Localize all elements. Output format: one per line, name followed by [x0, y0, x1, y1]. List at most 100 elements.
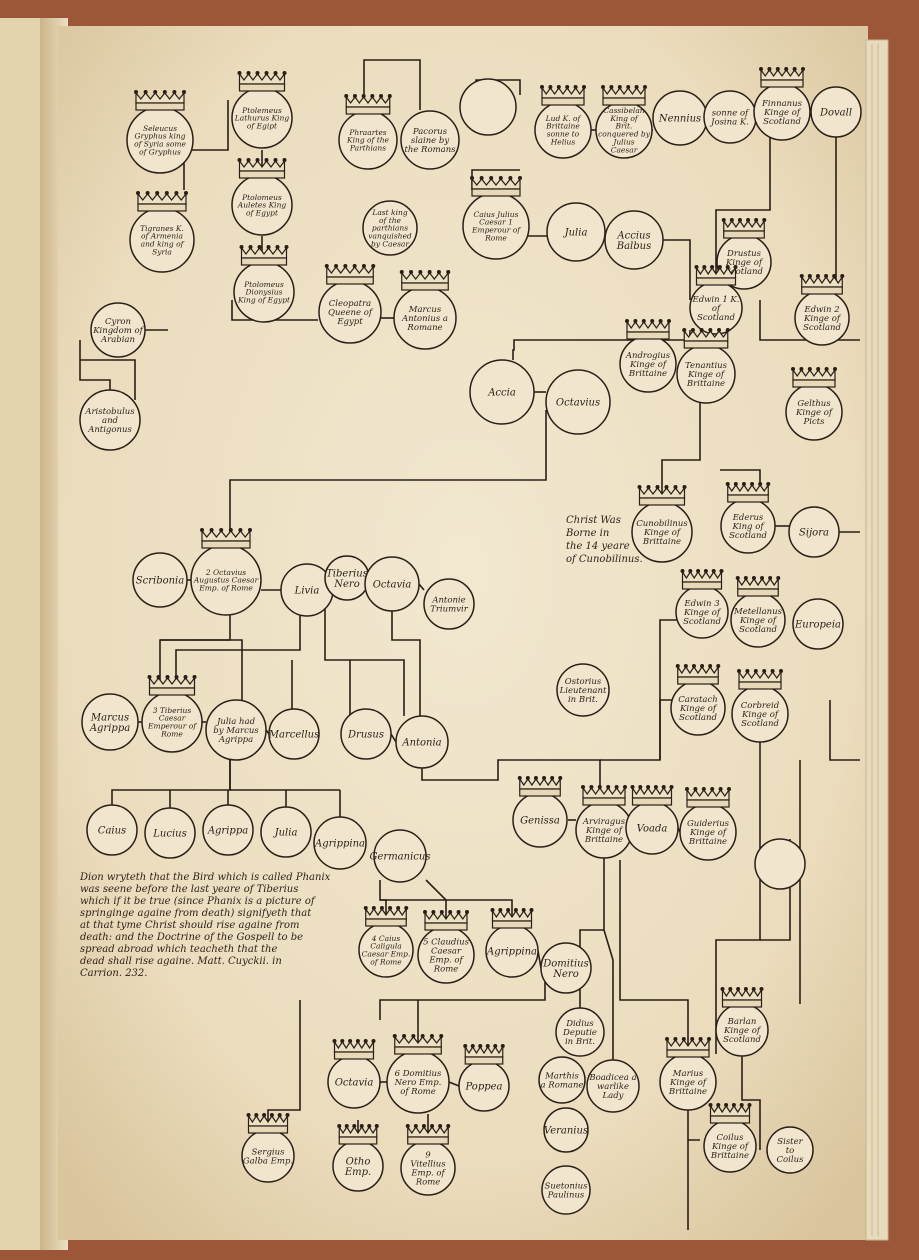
crown-icon	[470, 176, 522, 197]
crown-icon	[759, 67, 805, 88]
phoenix-note: Dion wryteth that the Bird which is call…	[79, 872, 333, 979]
crown-icon	[332, 1039, 376, 1060]
crown-icon	[725, 482, 771, 503]
person-circle	[540, 942, 592, 994]
person-circle	[364, 556, 420, 612]
person-circle	[79, 389, 141, 451]
crown-icon	[392, 1034, 444, 1055]
person-circle	[268, 708, 320, 760]
person-label: Veranius	[544, 1126, 588, 1137]
person-node-agrippina1: Agrippina	[313, 816, 367, 870]
person-circle	[604, 210, 664, 270]
crown-icon	[423, 910, 469, 931]
person-circle	[260, 806, 312, 858]
crown-icon	[694, 265, 738, 286]
crown-icon	[405, 1124, 451, 1145]
crown-icon	[136, 191, 188, 212]
person-circle	[459, 78, 517, 136]
crown-icon	[363, 906, 409, 927]
crown-icon	[685, 787, 731, 808]
crown-icon	[517, 776, 563, 797]
connector-line	[421, 759, 601, 802]
person-circle	[313, 816, 367, 870]
crown-icon	[399, 270, 451, 291]
crown-icon	[237, 71, 287, 92]
crown-icon	[625, 319, 671, 340]
crown-icon	[200, 528, 252, 549]
person-circle	[362, 200, 418, 256]
person-label: Livia	[294, 586, 320, 597]
person-label: Europeia	[794, 620, 841, 631]
connector-line	[448, 1081, 460, 1087]
person-node-nennius: Nennius	[652, 90, 708, 146]
person-label: Voada	[637, 824, 668, 835]
person-label: Nennius	[658, 114, 701, 125]
person-circle	[90, 302, 146, 358]
person-circle	[543, 1107, 589, 1153]
crown-icon	[147, 675, 197, 696]
crown-icon	[246, 1113, 290, 1134]
crown-icon	[637, 485, 687, 506]
person-node-europeia: Europeia	[792, 598, 844, 650]
person-node-antonia: Antonia	[395, 715, 449, 769]
person-label: Accia	[487, 388, 516, 399]
person-circle	[86, 804, 138, 856]
person-circle	[423, 578, 475, 630]
crown-icon	[324, 264, 376, 285]
connector-line	[160, 639, 243, 700]
person-node-blank-top	[459, 78, 517, 136]
person-node-poppea: Poppea	[458, 1044, 510, 1112]
person-circle	[766, 1126, 814, 1174]
person-label: Marcellus	[268, 730, 319, 741]
person-label: Agrippina	[314, 839, 365, 850]
person-circle	[788, 506, 840, 558]
person-node-lucius: Lucius	[144, 807, 196, 859]
connector-line	[741, 1056, 761, 1150]
person-circle	[810, 86, 862, 138]
crown-icon	[344, 94, 392, 115]
